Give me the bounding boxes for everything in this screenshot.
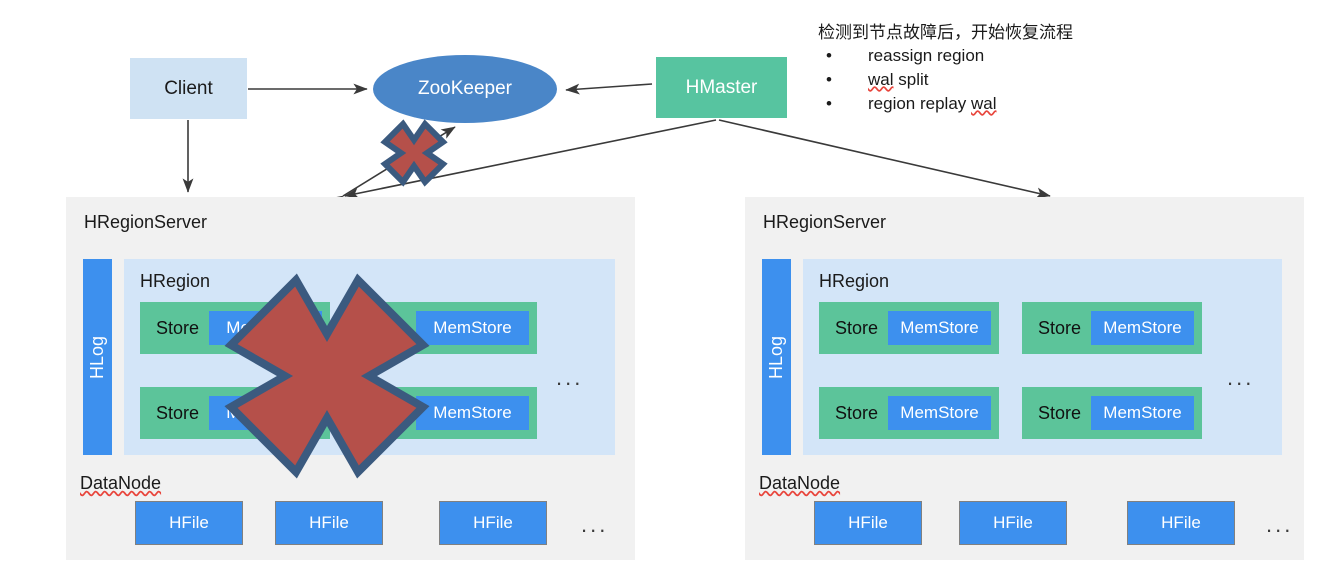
store-label: Store [363,317,407,338]
bullet-icon: • [826,94,832,113]
hregion-right-ellipsis: ... [1227,365,1255,390]
hregion-left-title: HRegion [140,271,211,291]
store-box[interactable]: Store MemStore [140,387,330,439]
store-label: Store [1038,402,1082,423]
hlog-bar-right[interactable]: HLog [762,259,791,455]
memstore-box[interactable]: MemStore [209,311,322,345]
store-box[interactable]: Store MemStore [1022,387,1202,439]
datanode-left-label: DataNode [80,473,162,493]
store-label: Store [363,402,407,423]
recovery-step-item: • reassign region [818,47,1278,64]
hfile-box[interactable]: HFile [1127,501,1235,545]
hlog-bar-left[interactable]: HLog [83,259,112,455]
hregion-right-title: HRegion [819,271,890,291]
datanode-right-label: DataNode [759,473,841,493]
regionserver-left-title: HRegionServer [84,212,208,232]
node-client[interactable]: Client [130,58,247,119]
store-box[interactable]: Store MemStore [347,302,537,354]
misspelled-word: wal [971,94,997,113]
recovery-note-title: 检测到节点故障后，开始恢复流程 [818,23,1073,42]
node-hmaster-label: HMaster [685,76,758,98]
hfile-box[interactable]: HFile [135,501,243,545]
datanode-left-title: DataNode [80,473,161,494]
memstore-box[interactable]: MemStore [1091,311,1194,345]
node-hmaster[interactable]: HMaster [656,57,787,118]
recovery-step-label: region replay wal [868,94,997,113]
memstore-box[interactable]: MemStore [888,396,991,430]
hfile-box[interactable]: HFile [814,501,922,545]
memstore-box[interactable]: MemStore [416,311,529,345]
regionserver-panel-left[interactable]: HRegionServer HLog HRegion Store MemStor… [66,197,635,560]
datanode-right-title: DataNode [759,473,840,494]
hlog-label: HLog [87,335,107,379]
hfile-box[interactable]: HFile [959,501,1067,545]
store-box[interactable]: Store MemStore [1022,302,1202,354]
store-box[interactable]: Store MemStore [140,302,330,354]
store-label: Store [1038,317,1082,338]
hlog-label: HLog [766,335,786,379]
hfile-box[interactable]: HFile [439,501,547,545]
hfile-right-ellipsis: ... [1266,512,1294,537]
store-box[interactable]: Store MemStore [819,302,999,354]
recovery-step-item: • wal split [818,71,1278,88]
hregion-left-ellipsis: ... [556,365,584,390]
recovery-step-label: reassign region [868,46,985,65]
recovery-step-list: • reassign region • wal split • region r… [818,47,1278,112]
node-zookeeper[interactable]: ZooKeeper [373,55,557,123]
store-label: Store [835,402,879,423]
recovery-step-label: wal split [868,70,929,89]
memstore-box[interactable]: MemStore [888,311,991,345]
node-zookeeper-label: ZooKeeper [417,78,512,99]
recovery-step-item: • region replay wal [818,95,1278,112]
recovery-note: 检测到节点故障后，开始恢复流程 • reassign region • wal … [818,24,1278,119]
hfile-box[interactable]: HFile [275,501,383,545]
store-label: Store [156,402,200,423]
arrow-hmaster-to-regionserver-left [344,119,717,199]
store-box[interactable]: Store MemStore [347,387,537,439]
bullet-icon: • [826,46,832,65]
hregion-left[interactable]: HRegion Store MemStore Store MemStore St… [124,259,615,455]
store-box[interactable]: Store MemStore [819,387,999,439]
node-client-label: Client [164,77,213,99]
hfile-left-ellipsis: ... [581,512,609,537]
arrow-hmaster-to-regionserver-right [718,119,1051,199]
bullet-icon: • [826,70,832,89]
hregion-right[interactable]: HRegion Store MemStore Store MemStore St… [803,259,1282,455]
arrow-hmaster-to-zookeeper [565,83,653,95]
misspelled-word: wal [868,70,894,89]
memstore-box[interactable]: MemStore [209,396,322,430]
memstore-box[interactable]: MemStore [416,396,529,430]
memstore-box[interactable]: MemStore [1091,396,1194,430]
regionserver-right-title: HRegionServer [763,212,887,232]
store-label: Store [835,317,879,338]
store-label: Store [156,317,200,338]
regionserver-panel-right[interactable]: HRegionServer HLog HRegion Store MemStor… [745,197,1304,560]
